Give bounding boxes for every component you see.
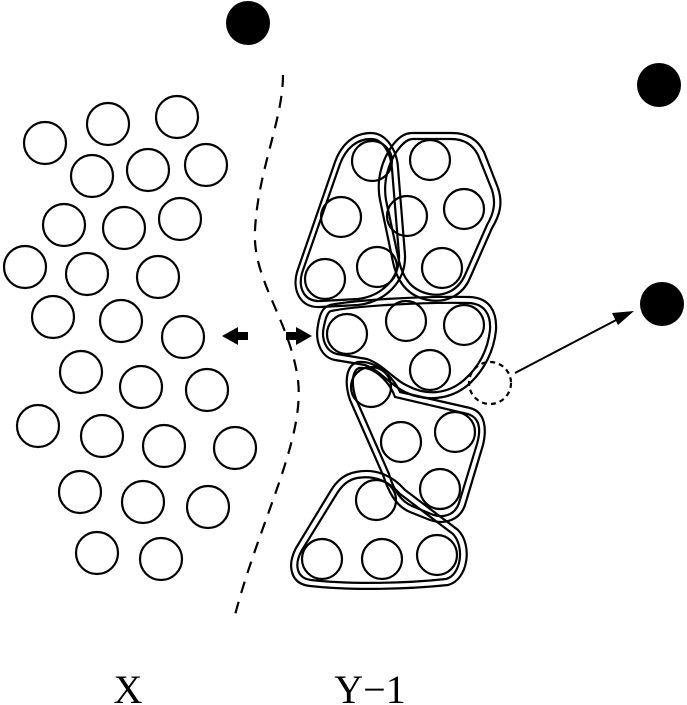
particle — [74, 530, 120, 576]
particle — [141, 423, 187, 469]
bidirectional-exchange-arrow — [222, 327, 312, 345]
cluster-outline — [377, 131, 502, 302]
particle — [57, 469, 103, 515]
particle — [408, 138, 452, 182]
particle — [355, 245, 399, 289]
cluster-outline-inner — [321, 301, 492, 394]
particle — [385, 194, 429, 238]
right-arrow-shaft — [286, 332, 296, 340]
free-particle — [637, 63, 681, 107]
particle — [184, 367, 230, 413]
particle — [2, 244, 48, 290]
particle — [212, 425, 258, 471]
particle — [118, 364, 164, 410]
right-arrow-head — [296, 327, 312, 345]
cluster-outline-inner — [296, 476, 462, 584]
interface-boundary — [233, 74, 300, 616]
label-x: X — [114, 667, 143, 705]
label-y-1: Y−1 — [334, 667, 405, 705]
particle — [22, 120, 68, 166]
particle — [185, 484, 231, 530]
cluster-outline — [294, 131, 407, 309]
phase-x-particles — [2, 94, 258, 582]
particle — [384, 299, 428, 343]
particle — [303, 257, 347, 301]
escape-arrow — [514, 317, 621, 374]
particle — [319, 195, 363, 239]
particle — [379, 420, 423, 464]
left-arrow-shaft — [238, 332, 248, 340]
particle — [138, 536, 184, 582]
escape-arrow-head — [612, 311, 634, 325]
particle — [125, 147, 171, 193]
particle — [442, 303, 486, 347]
vacancy-circle — [467, 360, 513, 406]
cluster-outline-inner — [384, 137, 496, 296]
particle — [349, 365, 393, 409]
free-particle — [226, 1, 270, 45]
cluster-outline — [290, 469, 468, 590]
particle — [183, 142, 229, 188]
free-particle — [640, 282, 684, 326]
particle — [442, 187, 486, 231]
particle — [415, 533, 459, 577]
particle — [154, 94, 200, 140]
particle — [300, 537, 344, 581]
particle — [354, 478, 398, 522]
cluster-outline — [345, 360, 486, 523]
cluster-outline-inner — [299, 137, 401, 303]
particle — [30, 294, 76, 340]
particle — [41, 202, 87, 248]
particle — [418, 467, 462, 511]
particle — [325, 312, 369, 356]
left-arrow-head — [222, 327, 238, 345]
particle — [98, 298, 144, 344]
particle — [420, 246, 464, 290]
particle — [101, 205, 147, 251]
particle — [433, 410, 477, 454]
particle — [15, 403, 61, 449]
particle — [58, 349, 104, 395]
particle — [360, 537, 404, 581]
particle — [79, 413, 125, 459]
phase-y-clusters — [290, 131, 502, 590]
particle — [408, 348, 452, 392]
particle — [64, 251, 110, 297]
particle — [85, 101, 131, 147]
free-particles — [226, 1, 684, 326]
particle — [120, 479, 166, 525]
cluster-outline — [316, 295, 498, 400]
particle — [160, 314, 206, 360]
particle — [135, 254, 181, 300]
particle — [157, 196, 203, 242]
particle — [69, 153, 115, 199]
